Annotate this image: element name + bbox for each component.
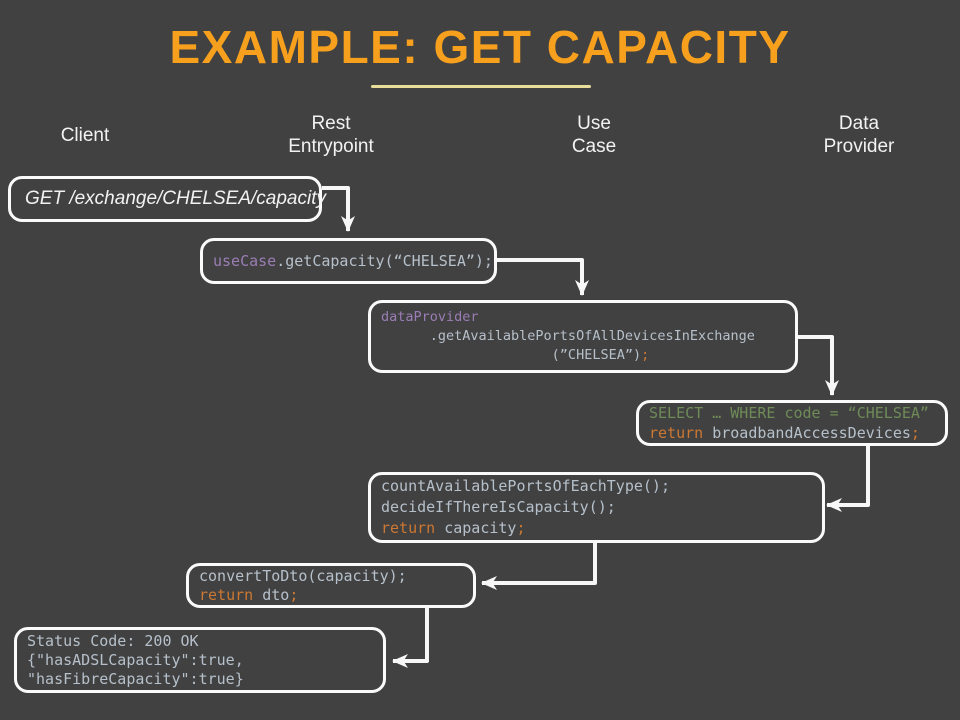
code-segment-default: capacity [435,519,517,537]
arrow-use-case-to-data-provider [798,335,839,396]
rest-entrypoint-call-box: useCase.getCapacity(“CHELSEA”); [200,238,497,284]
arrow-use-case-to-rest-entrypoint [481,543,597,590]
code-segment-default: "hasFibreCapacity":true} [27,669,244,688]
arrow-rest-entrypoint-to-use-case [497,258,589,296]
code-line: return dto; [199,586,467,605]
code-line: useCase.getCapacity(“CHELSEA”); [213,251,493,272]
column-header-data-provider: Data Provider [779,112,939,158]
code-line: SELECT … WHERE code = “CHELSEA” [649,403,939,423]
code-segment-default: convertToDto(capacity); [199,566,407,585]
code-segment-default: broadbandAccessDevices [703,424,911,442]
code-segment-plain: GET /exchange/CHELSEA/capacity [25,188,326,209]
column-header-line: Data [838,113,880,134]
code-segment-field: dataProvider [381,309,479,325]
column-header-line: Entrypoint [288,136,374,157]
arrow-rest-entrypoint-to-client [392,608,429,668]
slide-title: EXAMPLE: GET CAPACITY [169,21,791,73]
use-case-dataprovider-call-box: dataProvider .getAvailablePortsOfAllDevi… [368,300,798,373]
column-header-rest-entrypoint: Rest Entrypoint [251,112,411,158]
code-segment-keyword: return [649,424,704,442]
code-line: Status Code: 200 OK [27,632,377,651]
code-line: countAvailablePortsOfEachType(); [381,476,816,497]
column-header-use-case: Use Case [534,112,654,158]
code-line: convertToDto(capacity); [199,567,467,586]
column-header-line: Case [571,136,617,157]
code-segment-default: Status Code: 200 OK [27,631,199,650]
code-line: return broadbandAccessDevices; [649,423,939,443]
column-header-line: Use [577,113,611,134]
code-segment-string: SELECT … WHERE code = “CHELSEA” [649,404,929,422]
rest-entrypoint-dto-box: convertToDto(capacity);return dto; [186,563,476,608]
column-header-line: Client [60,125,110,146]
column-header-line: Rest [311,113,351,134]
code-segment-keyword: ; [910,424,920,442]
code-segment-default: dto [253,585,290,604]
code-segment-default: countAvailablePortsOfEachType(); [381,477,670,495]
code-segment-default: .getAvailablePortsOfAllDevicesInExchange [381,328,755,344]
code-segment-field: useCase [213,251,277,270]
code-line: (”CHELSEA”); [381,346,789,365]
code-line: .getAvailablePortsOfAllDevicesInExchange [381,327,789,346]
code-line: "hasFibreCapacity":true} [27,670,377,689]
code-segment-default: .getCapacity(“CHELSEA”); [276,251,493,270]
code-segment-keyword: ; [641,347,650,363]
client-response-box: Status Code: 200 OK{"hasADSLCapacity":tr… [14,627,386,693]
code-line: decideIfThereIsCapacity(); [381,497,816,518]
code-line: {"hasADSLCapacity":true, [27,651,377,670]
arrow-data-provider-to-use-case [826,446,870,512]
code-line: dataProvider [381,308,789,327]
code-segment-default: decideIfThereIsCapacity(); [381,498,616,516]
code-segment-keyword: return [381,519,436,537]
code-segment-keyword: return [199,585,254,604]
code-line: GET /exchange/CHELSEA/capacity [25,188,326,210]
code-segment-default: (”CHELSEA”) [381,347,642,363]
data-provider-query-box: SELECT … WHERE code = “CHELSEA”return br… [636,400,948,446]
client-request-box: GET /exchange/CHELSEA/capacity [8,176,326,222]
code-segment-keyword: ; [289,585,299,604]
use-case-capacity-logic-box: countAvailablePortsOfEachType(); decideIf… [368,472,825,543]
title-underline [371,85,591,88]
column-header-line: Provider [823,136,895,157]
code-segment-keyword: ; [516,519,526,537]
code-segment-default: {"hasADSLCapacity":true, [27,650,244,669]
code-line: return capacity; [381,518,816,539]
column-header-client: Client [25,124,145,147]
